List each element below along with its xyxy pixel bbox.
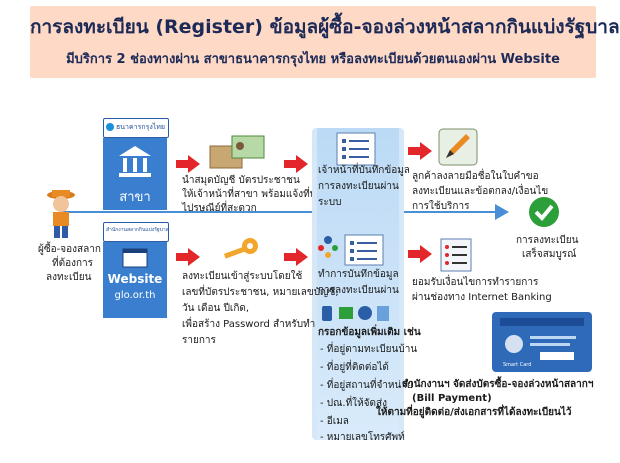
fill-title: กรอกข้อมูลเพิ่มเติม เช่น — [318, 327, 421, 338]
staff-record-1: เจ้าหน้าที่บันทึกข้อมูล — [318, 165, 410, 176]
arrow-right-icon — [176, 248, 200, 266]
branch-step-3: ไปรษณีย์ที่สะดวก — [182, 203, 257, 214]
pencil-sign-icon — [438, 128, 478, 166]
fill-item: - ปณ.ที่ให้จัดส่ง — [320, 398, 387, 409]
bank-building-icon — [119, 146, 151, 177]
sign-step-2: ลงทะเบียนและข้อตกลง/เงื่อนไข — [412, 186, 549, 197]
ktb-logo — [103, 118, 169, 138]
sign-step-1: ลูกค้าลงลายมือชื่อในใบคำขอ — [412, 171, 539, 182]
staff-record-3: ระบบ — [318, 197, 342, 208]
fill-item: - ที่อยู่ตามทะเบียนบ้าน — [320, 344, 418, 355]
title-band — [30, 6, 596, 78]
web-step-1: ลงทะเบียนเข้าสู่ระบบโดยใช้ — [182, 271, 303, 282]
fill-item: - หมายเลขโทรศัพท์ — [320, 432, 405, 443]
branch-step-2: ให้เจ้าหน้าที่สาขา พร้อมแจ้งที่ทำการ — [182, 189, 339, 200]
ktb-logo-icon — [106, 123, 114, 131]
footer-line-2: (Bill Payment) — [412, 393, 492, 404]
glo-logo — [103, 222, 169, 242]
ktb-logo-text: ธนาคารกรุงไทย — [116, 123, 166, 131]
fill-item: - ที่อยู่สถานที่จำหน่าย — [320, 380, 413, 391]
arrow-right-icon — [284, 155, 308, 173]
fill-item: - ที่อยู่ที่ติดต่อได้ — [320, 362, 389, 373]
result-line-1: การลงทะเบียน — [516, 235, 579, 246]
arrow-right-icon — [408, 245, 432, 263]
checklist-icon — [440, 238, 472, 272]
arrow-right-icon — [284, 248, 308, 266]
accept-step-1: ยอมรับเงื่อนไขการทำรายการ — [412, 277, 539, 288]
web-record-1: ทำการบันทึกข้อมูล — [318, 269, 399, 280]
user-label-2: ที่ต้องการ — [52, 258, 94, 269]
arrow-right-icon — [408, 142, 432, 160]
web-channel-url: glo.or.th — [114, 290, 156, 301]
sign-step-3: การใช้บริการ — [412, 201, 470, 212]
flow-line-arrow-icon — [495, 204, 509, 220]
branch-step-1: นำสมุดบัญชี บัตรประชาชน — [182, 175, 300, 186]
check-complete-icon — [529, 197, 559, 227]
browser-window-icon — [122, 248, 148, 268]
user-label-3: ลงทะเบียน — [46, 272, 92, 283]
web-record-2: การลงทะเบียนผ่าน — [318, 285, 399, 296]
web-channel-label: Website — [107, 272, 163, 286]
flow-line — [60, 211, 500, 213]
user-figure-icon — [47, 190, 75, 238]
card-caption: Smart Card — [503, 362, 532, 368]
form-document-icon — [336, 132, 376, 166]
network-people-icon — [318, 236, 338, 258]
system-column-inner — [317, 128, 399, 440]
form-document-icon — [344, 234, 384, 266]
passbook-idcard-icon — [209, 135, 265, 169]
web-step-3: วัน เดือน ปีเกิด, — [182, 303, 250, 314]
page-subtitle: มีบริการ 2 ช่องทางผ่าน สาขาธนาคารกรุงไทย… — [66, 52, 560, 67]
result-line-2: เสร็จสมบูรณ์ — [522, 249, 577, 260]
glo-logo-text: สำนักงานสลากกินแบ่งรัฐบาล — [106, 227, 169, 233]
web-step-5: รายการ — [182, 335, 216, 346]
web-step-2: เลขที่บัตรประชาชน, หมายเลขบัญชี, — [182, 287, 339, 298]
page-title: การลงทะเบียน (Register) ข้อมูลผู้ซื้อ-จอ… — [30, 16, 620, 38]
arrow-right-icon — [176, 155, 200, 173]
user-label-1: ผู้ซื้อ-จองสลาก — [38, 244, 101, 255]
branch-channel-label: สาขา — [119, 190, 151, 205]
web-step-4: เพื่อสร้าง Password สำหรับทำ — [182, 319, 316, 330]
contact-icons — [322, 306, 389, 321]
footer-line-3: ให้ตามที่อยู่ติดต่อ/ส่งเอกสารที่ได้ลงทะเ… — [376, 407, 572, 418]
staff-record-2: การลงทะเบียนผ่าน — [318, 181, 399, 192]
footer-line-1: สำนักงานฯ จัดส่งบัตรซื้อ-จองล่วงหน้าสลาก… — [402, 379, 594, 390]
accept-step-2: ผ่านช่องทาง Internet Banking — [412, 292, 552, 303]
key-icon — [223, 238, 258, 259]
card-logo-icon — [500, 318, 584, 360]
fill-item: - อีเมล — [320, 416, 349, 427]
